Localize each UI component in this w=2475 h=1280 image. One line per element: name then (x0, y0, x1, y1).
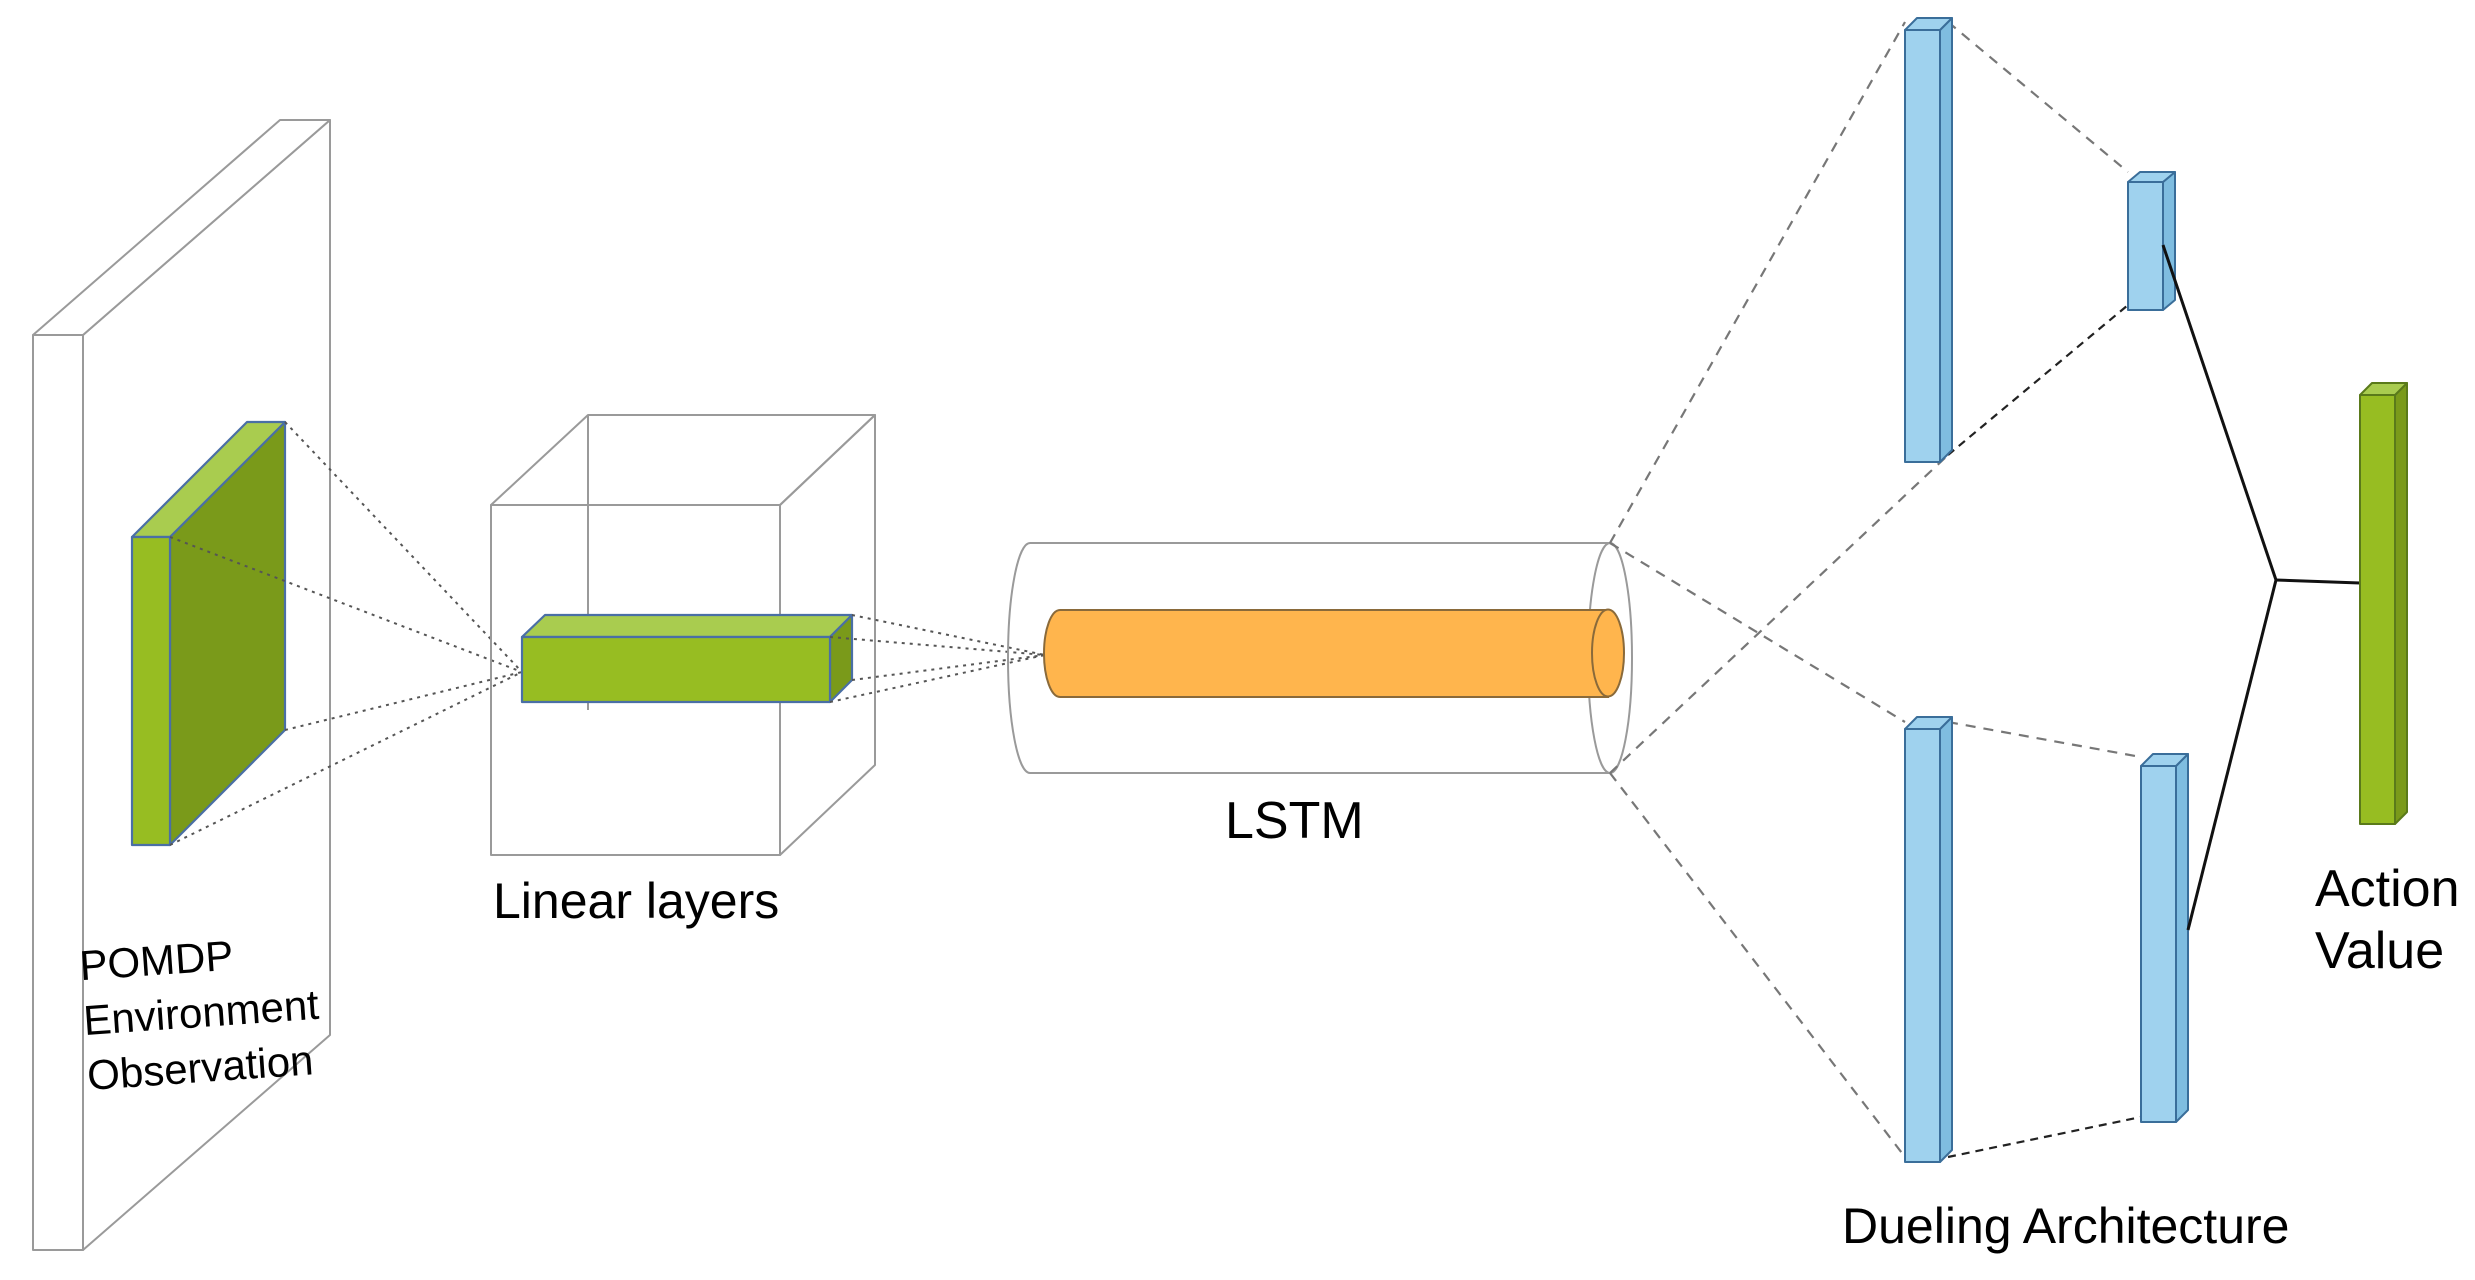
linear-block-front (520, 635, 832, 704)
value-stream-layer-1 (1904, 17, 1953, 463)
action-value-label-line1: Action (2315, 860, 2460, 918)
advantage-stream-layer-1 (1904, 716, 1953, 1163)
aggregation-connections (2161, 244, 2361, 931)
linear-layers-cube (490, 414, 876, 856)
value-stream-layer-2 (2127, 171, 2176, 311)
obs-block-front (130, 535, 172, 847)
linear-block-top (520, 613, 854, 639)
lstm-label: LSTM (1225, 792, 1364, 850)
advantage-stream-layer-2 (2140, 753, 2189, 1123)
obs-to-linear-projection (169, 421, 523, 846)
dueling-internal-connections (1947, 21, 2142, 1159)
observation-label-line1: POMDP (78, 932, 235, 990)
lstm-core (1043, 608, 1625, 698)
observation-feature-block (130, 420, 287, 847)
lstm-to-dueling-projection (1609, 21, 1949, 1158)
linear-layers-label: Linear layers (493, 873, 779, 929)
lstm-core-body (1043, 609, 1609, 698)
action-value-layer (2359, 382, 2408, 825)
dueling-architecture-label: Dueling Architecture (1842, 1198, 2289, 1254)
linear-to-lstm-projection (829, 614, 1046, 703)
lstm-core-cap (1591, 608, 1625, 698)
action-value-label-line2: Value (2315, 922, 2444, 980)
linear-layers-block (520, 613, 854, 704)
